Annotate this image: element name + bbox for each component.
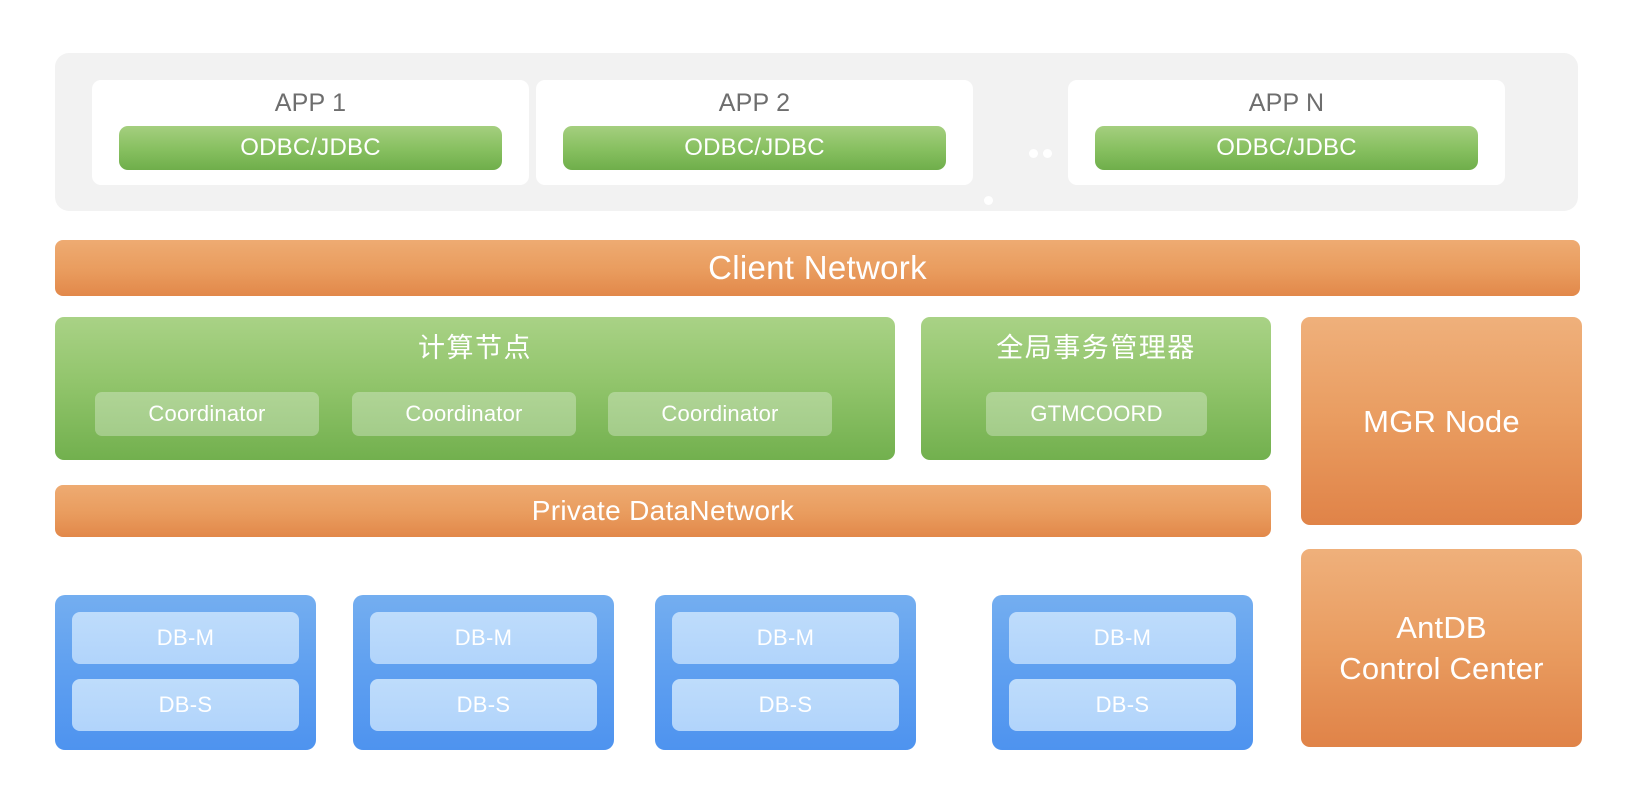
client-network-bar: Client Network xyxy=(55,240,1580,296)
app-card-1-connector[interactable]: ODBC/JDBC xyxy=(119,126,502,170)
db-slave-3[interactable]: DB-S xyxy=(672,679,899,731)
db-group-4: DB-M DB-S xyxy=(992,595,1253,750)
db-group-1: DB-M DB-S xyxy=(55,595,316,750)
coordinator-3[interactable]: Coordinator xyxy=(608,392,832,436)
db-master-4[interactable]: DB-M xyxy=(1009,612,1236,664)
app-card-n-connector[interactable]: ODBC/JDBC xyxy=(1095,126,1478,170)
app-card-1[interactable]: APP 1 ODBC/JDBC xyxy=(92,80,529,185)
db-slave-1[interactable]: DB-S xyxy=(72,679,299,731)
ellipsis-dot-icon xyxy=(1029,149,1038,158)
db-group-3: DB-M DB-S xyxy=(655,595,916,750)
db-slave-4[interactable]: DB-S xyxy=(1009,679,1236,731)
app-card-2[interactable]: APP 2 ODBC/JDBC xyxy=(536,80,973,185)
gtmcoord-instance[interactable]: GTMCOORD xyxy=(986,392,1207,436)
app-card-2-connector[interactable]: ODBC/JDBC xyxy=(563,126,946,170)
private-datanetwork-bar: Private DataNetwork xyxy=(55,485,1271,537)
mgr-node-panel[interactable]: MGR Node xyxy=(1301,317,1582,525)
app-card-1-title: APP 1 xyxy=(274,89,347,117)
gtm-title: 全局事务管理器 xyxy=(996,333,1196,363)
global-transaction-manager-block: 全局事务管理器 GTMCOORD xyxy=(921,317,1271,460)
app-card-n[interactable]: APP N ODBC/JDBC xyxy=(1068,80,1505,185)
antdb-control-center-line-2: Control Center xyxy=(1339,651,1544,686)
ellipsis-dot-icon xyxy=(1043,149,1052,158)
coordinator-1[interactable]: Coordinator xyxy=(95,392,319,436)
application-band: APP 1 ODBC/JDBC APP 2 ODBC/JDBC APP N OD… xyxy=(55,53,1578,211)
app-card-n-title: APP N xyxy=(1248,89,1325,117)
db-group-2: DB-M DB-S xyxy=(353,595,614,750)
db-master-3[interactable]: DB-M xyxy=(672,612,899,664)
coordinator-2[interactable]: Coordinator xyxy=(352,392,576,436)
db-master-1[interactable]: DB-M xyxy=(72,612,299,664)
antdb-control-center-line-1: AntDB xyxy=(1396,610,1487,645)
app-card-2-title: APP 2 xyxy=(718,89,791,117)
db-master-2[interactable]: DB-M xyxy=(370,612,597,664)
ellipsis-dot-icon xyxy=(984,196,993,205)
antdb-control-center-panel[interactable]: AntDB Control Center xyxy=(1301,549,1582,747)
antdb-control-center-label: AntDB Control Center xyxy=(1339,607,1543,689)
compute-node-block: 计算节点 Coordinator Coordinator Coordinator xyxy=(55,317,895,460)
compute-node-title: 计算节点 xyxy=(418,333,532,363)
db-slave-2[interactable]: DB-S xyxy=(370,679,597,731)
